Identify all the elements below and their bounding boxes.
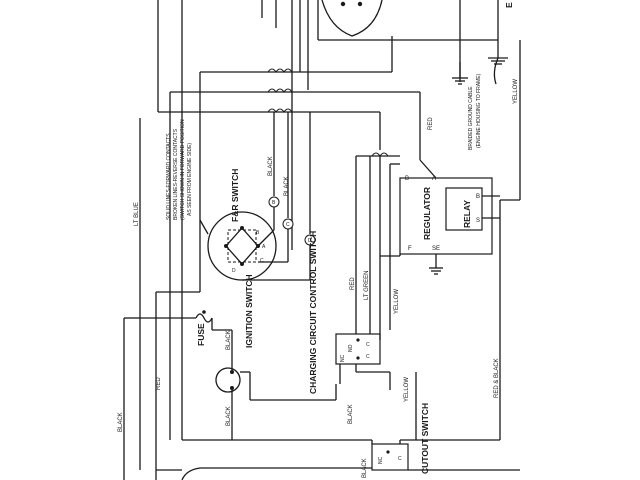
plug-term-d: D <box>308 238 312 244</box>
fr-note-line-4: AS SEEN FROM ENGINE SIDE) <box>187 143 193 216</box>
top-harness-box <box>317 0 499 82</box>
right-yellow-wire: YELLOW <box>499 40 521 440</box>
wire-label-yellow-lower: YELLOW <box>404 377 410 402</box>
ground-symbol-top <box>452 62 468 85</box>
fr-term-d: D <box>232 268 236 274</box>
harness-horizontals <box>158 36 421 440</box>
wire-label-red-regulator: RED <box>428 117 434 130</box>
wire-label-lt-blue: LT BLUE <box>134 202 140 226</box>
chg-term-nc: NC <box>340 354 346 362</box>
plug-term-b: B <box>272 200 276 206</box>
fr-plug-terminals: B C D BLACK BLACK <box>242 112 316 281</box>
fr-note-line-3: (SWITCH SHOWN IN FORWARD POSITION <box>180 119 186 220</box>
edge-letter: E <box>504 2 514 8</box>
cutout-switch: NC C CUTOUT SWITCH BLACK <box>362 403 430 478</box>
fr-term-a: A <box>262 244 266 250</box>
fr-switch: A B C D F&R SWITCH SOLID LINES-FORWARD C… <box>166 119 277 281</box>
left-wires <box>123 118 209 480</box>
wire-label-black-fuse: BLACK <box>226 330 232 350</box>
red-black-wire: RED & BLACK <box>400 358 500 441</box>
wire-label-red-black: RED & BLACK <box>494 358 500 398</box>
braided-ground-cable: BRAIDED GROUND CABLE (ENGINE HOUSING TO … <box>468 57 508 150</box>
relay-term-s: S <box>476 218 480 224</box>
fr-note-line-1: SOLID LINES-FORWARD CONTACTS <box>166 133 172 220</box>
fr-switch-label: F&R SWITCH <box>230 169 240 222</box>
cutout-switch-label: CUTOUT SWITCH <box>420 403 430 474</box>
cutout-switch-box <box>371 443 409 471</box>
charging-switch-label: CHARGING CIRCUIT CONTROL SWITCH <box>308 231 318 394</box>
reg-term-se: SE <box>432 246 440 252</box>
fr-term-c: C <box>260 258 264 264</box>
bottom-wires <box>156 467 520 480</box>
generator-symbol <box>321 0 383 37</box>
wire-label-lt-green: LT GREEN <box>364 271 370 300</box>
wire-label-yellow-center: YELLOW <box>394 289 400 314</box>
chg-term-c1: C <box>366 342 370 348</box>
ground-note-line-1: BRAIDED GROUND CABLE <box>468 86 474 150</box>
wire-label-black-ignition: BLACK <box>226 406 232 426</box>
cut-term-c: C <box>398 456 402 462</box>
reg-term-a: A <box>432 176 436 182</box>
wire-label-red-left: RED <box>156 377 162 390</box>
ignition-switch: IGNITION SWITCH BLACK <box>182 274 372 441</box>
regulator-relay-block: REGULATOR RELAY B A F SE B S RED <box>399 117 500 275</box>
relay-term-b: B <box>476 194 480 200</box>
wire-label-black-fr-2: BLACK <box>284 176 290 196</box>
fuse-symbol: FUSE BLACK <box>140 310 232 350</box>
regulator-label: REGULATOR <box>422 187 432 240</box>
chg-term-c2: C <box>366 354 370 360</box>
reg-term-f: F <box>408 246 412 252</box>
fuse-label: FUSE <box>196 323 206 346</box>
wire-label-yellow-right: YELLOW <box>513 79 519 104</box>
wire-label-black-fr-1: BLACK <box>268 156 274 176</box>
charging-circuit-switch: NC NO C C CHARGING CIRCUIT CONTROL SWITC… <box>308 231 381 424</box>
ignition-switch-label-1: IGNITION SWITCH <box>244 274 254 348</box>
fr-note-line-2: BROKEN LINES-REVERSE CONTACTS <box>173 128 179 220</box>
cut-term-nc: NC <box>378 456 384 464</box>
harness-verticals <box>157 0 309 440</box>
reg-term-b: B <box>405 176 409 182</box>
wire-label-black-left: BLACK <box>118 412 124 432</box>
wire-label-black-center: BLACK <box>348 404 354 424</box>
fr-term-b: B <box>256 230 260 236</box>
ground-note-line-2: (ENGINE HOUSING TO FRAME) <box>476 73 482 148</box>
plug-term-c: C <box>286 222 290 228</box>
chg-term-no: NO <box>348 344 354 352</box>
wire-label-red-center: RED <box>350 277 356 290</box>
relay-box <box>445 187 483 231</box>
relay-label: RELAY <box>462 200 472 228</box>
